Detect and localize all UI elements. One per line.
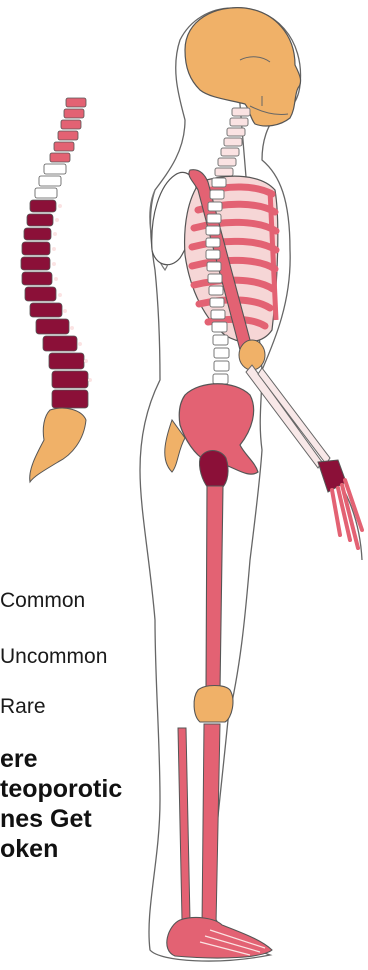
title-line: teoporotic — [0, 774, 175, 804]
lower-leg — [178, 724, 220, 925]
upper-thoracic-vertebrae — [35, 164, 66, 198]
legend-item-common: Common — [0, 589, 85, 613]
legend-item-rare: Rare — [0, 695, 46, 719]
femur — [206, 486, 223, 690]
cervical-vertebrae — [50, 98, 86, 162]
title-line: ere — [0, 744, 175, 774]
knee — [194, 686, 233, 723]
spine-column-illustration — [21, 98, 92, 482]
title-line: oken — [0, 834, 175, 864]
sacrum-tailbone — [30, 408, 86, 482]
hand — [332, 480, 362, 548]
legend-item-uncommon: Uncommon — [0, 645, 107, 669]
forearm — [246, 365, 330, 468]
common-vertebrae — [21, 200, 88, 408]
title-line: nes Get — [0, 804, 175, 834]
diagram-title: ere teoporotic nes Get oken — [0, 744, 175, 864]
hip-femur-head — [199, 451, 228, 489]
foot — [167, 918, 272, 958]
